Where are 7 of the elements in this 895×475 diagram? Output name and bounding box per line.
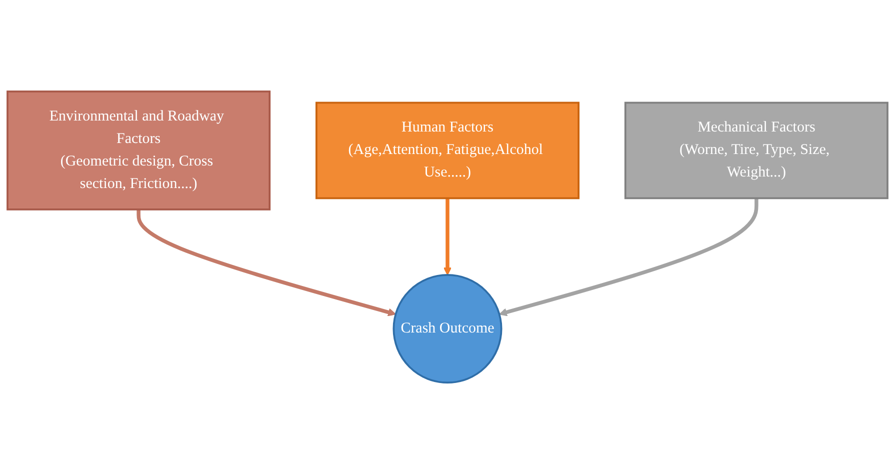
node-box: Human Factors (Age,Attention, Fatigue,Alcohol Use.....) [316, 102, 580, 200]
arrow [136, 210, 396, 317]
arrow [443, 198, 452, 276]
node-box: Environmental and Roadway Factors (Geometric design, Cross section, Friction....) [6, 91, 271, 211]
node-box: Mechanical Factors (Worne, Tire, Type, Size, Weight...) [624, 102, 888, 200]
node-circle: Crash Outcome [392, 274, 502, 384]
arrow [498, 198, 758, 317]
